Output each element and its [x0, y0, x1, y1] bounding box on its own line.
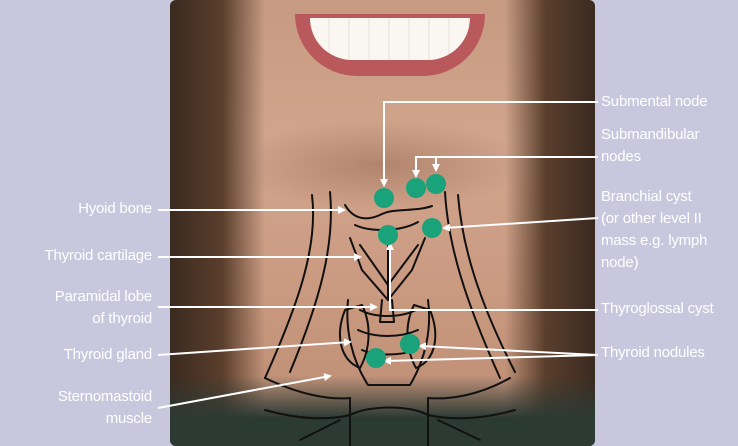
label-hyoid-bone: Hyoid bone: [78, 198, 152, 220]
arrow-branchial: [444, 218, 598, 228]
label-sternomastoid-line2: muscle: [106, 408, 152, 430]
label-sternomastoid-line1: Sternomastoid: [58, 386, 152, 408]
label-paramidal-lobe-line2: of thyroid: [92, 308, 152, 330]
marker-submandibular-2: [426, 174, 446, 194]
marker-branchial: [422, 218, 442, 238]
label-thyroid-gland: Thyroid gland: [64, 344, 152, 366]
label-branchial-cyst-line4: node): [601, 252, 638, 274]
marker-submandibular-1: [406, 178, 426, 198]
label-thyroid-cartilage: Thyroid cartilage: [45, 245, 152, 267]
marker-thyroid-nodule-2: [366, 348, 386, 368]
marker-thyroid-nodule-1: [400, 334, 420, 354]
arrow-thyroid-gland: [158, 342, 350, 355]
label-branchial-cyst-line3: mass e.g. lymph: [601, 230, 707, 252]
label-branchial-cyst-line2: (or other level II: [601, 208, 702, 230]
marker-thyroglossal: [378, 225, 398, 245]
label-branchial-cyst-line1: Branchial cyst: [601, 186, 692, 208]
marker-submental: [374, 188, 394, 208]
label-submandibular-nodes-line2: nodes: [601, 146, 641, 168]
label-thyroid-nodules: Thyroid nodules: [601, 342, 705, 364]
label-submandibular-nodes-line1: Submandibular: [601, 124, 699, 146]
arrow-thyroglossal: [390, 244, 598, 310]
arrow-thyroid-nodule-1: [420, 346, 598, 355]
label-submental-node: Submental node: [601, 91, 707, 113]
label-thyroglossal-cyst: Thyroglossal cyst: [601, 298, 713, 320]
arrow-submandibular-1: [416, 157, 598, 176]
label-paramidal-lobe-line1: Paramidal lobe: [55, 286, 152, 308]
arrow-submandibular-2: [436, 157, 598, 170]
